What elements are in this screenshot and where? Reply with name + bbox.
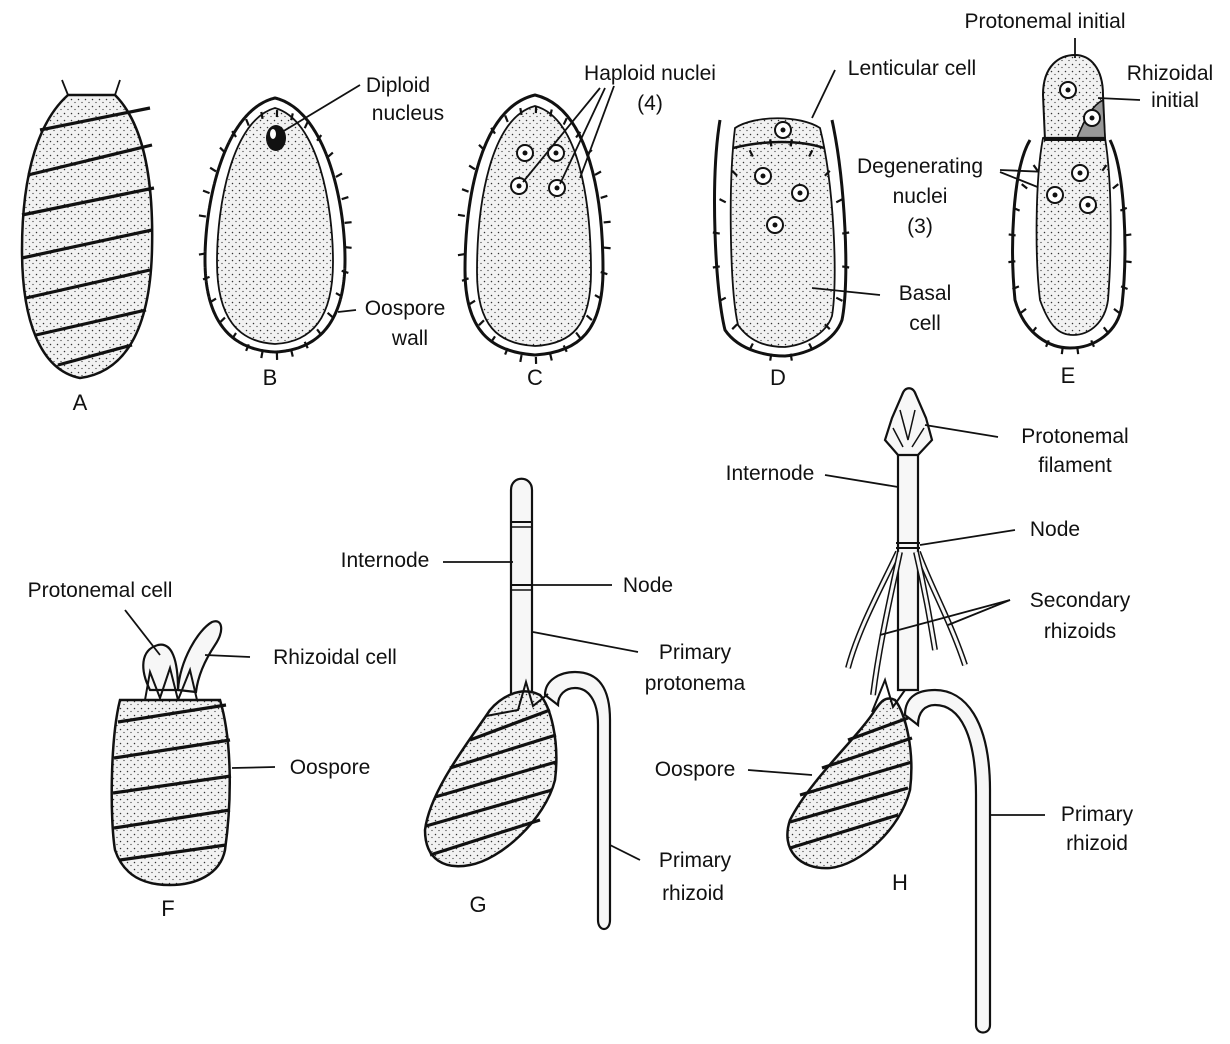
diploid-nucleus (266, 125, 286, 151)
oospore-a (22, 80, 154, 378)
panel-label-a: A (73, 390, 88, 415)
panel-label-b: B (263, 365, 278, 390)
oospore-f (112, 621, 231, 885)
oospore-e (1008, 55, 1131, 354)
label-protonemal-filament-2: filament (1038, 454, 1112, 477)
panel-label-c: C (527, 365, 543, 390)
label-secondary-rhizoids-1: Secondary (1030, 589, 1131, 612)
panel-label-g: G (469, 892, 486, 917)
label-node-h: Node (1030, 518, 1080, 541)
label-node-g: Node (623, 574, 673, 597)
label-oospore-wall-1: Oospore (365, 297, 446, 320)
label-secondary-rhizoids-2: rhizoids (1044, 620, 1116, 643)
label-basal-1: Basal (899, 282, 952, 305)
label-oospore-h: Oospore (655, 758, 736, 781)
panel-label-h: H (892, 870, 908, 895)
oospore-b (199, 98, 352, 360)
label-rhizoidal-initial-2: initial (1151, 89, 1199, 112)
panel-label-d: D (770, 365, 786, 390)
label-primary-rhizoid-g-2: rhizoid (662, 882, 724, 905)
label-internode-h: Internode (726, 462, 815, 485)
label-basal-2: cell (909, 312, 941, 335)
label-oospore-f: Oospore (290, 756, 371, 779)
panel-label-f: F (161, 896, 174, 921)
label-degenerating-3: (3) (907, 215, 933, 238)
oospore-c (458, 95, 611, 364)
label-internode-g: Internode (341, 549, 430, 572)
label-rhizoidal-cell: Rhizoidal cell (273, 646, 397, 669)
oospore-d (713, 118, 849, 360)
label-haploid-2: (4) (637, 92, 663, 115)
label-degenerating-2: nuclei (893, 185, 948, 208)
label-protonemal-initial: Protonemal initial (964, 10, 1125, 33)
label-rhizoidal-initial-1: Rhizoidal (1127, 62, 1213, 85)
seedling-g (425, 479, 610, 929)
label-diploid-1: Diploid (366, 74, 430, 97)
label-primary-protonema-2: protonema (645, 672, 746, 695)
label-primary-rhizoid-h-2: rhizoid (1066, 832, 1128, 855)
label-haploid-1: Haploid nuclei (584, 62, 716, 85)
label-primary-rhizoid-h-1: Primary (1061, 803, 1134, 826)
label-degenerating-1: Degenerating (857, 155, 983, 178)
label-protonemal-filament-1: Protonemal (1021, 425, 1128, 448)
label-protonemal-cell: Protonemal cell (28, 579, 173, 602)
label-lenticular-cell: Lenticular cell (848, 57, 976, 80)
label-primary-protonema-1: Primary (659, 641, 732, 664)
label-oospore-wall-2: wall (391, 327, 428, 350)
label-primary-rhizoid-g-1: Primary (659, 849, 732, 872)
panel-label-e: E (1061, 363, 1076, 388)
label-diploid-2: nucleus (372, 102, 444, 125)
